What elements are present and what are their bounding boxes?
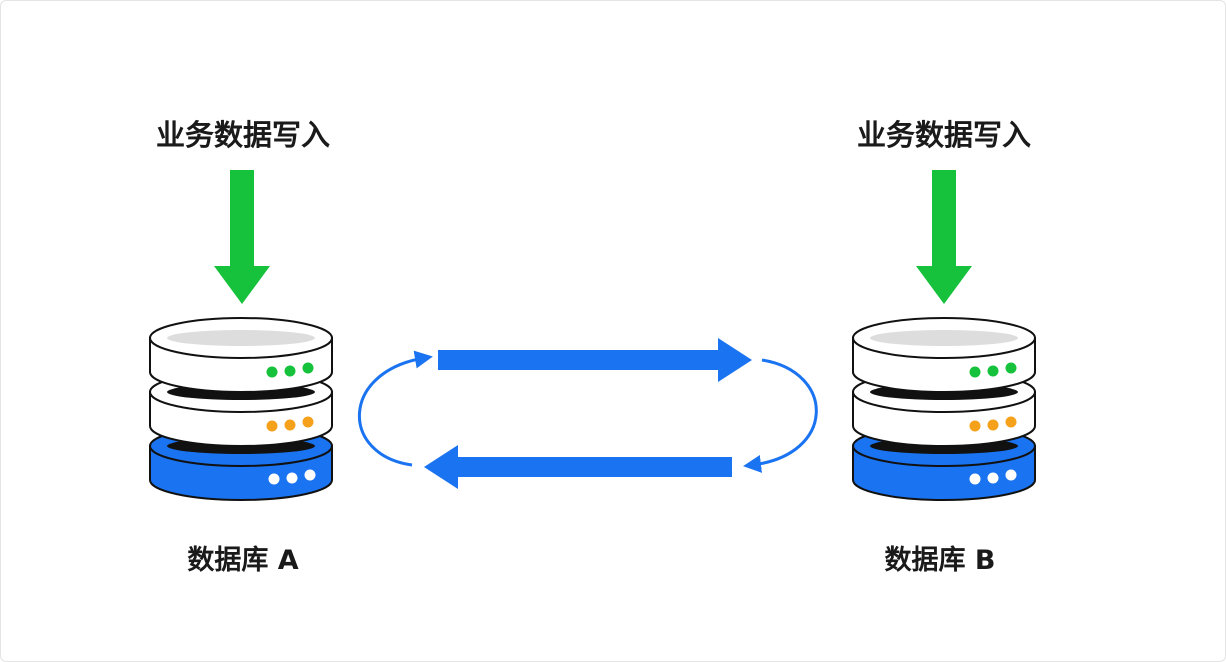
sync-arrow-b-to-a <box>424 445 732 489</box>
db-b-label: 数据库 B <box>884 545 996 576</box>
database-b-icon <box>852 317 1036 501</box>
db-a-label: 数据库 A <box>187 545 299 576</box>
sync-arrow-a-to-b <box>438 338 752 382</box>
database-a-icon <box>149 317 333 501</box>
write-label-left: 业务数据写入 <box>155 118 331 152</box>
db-a-layer-top <box>149 317 333 393</box>
write-label-right: 业务数据写入 <box>856 118 1032 152</box>
write-arrow-left <box>214 170 270 304</box>
loop-arrow-right <box>743 358 818 473</box>
write-arrow-right <box>916 170 972 304</box>
db-b-layer-top <box>852 317 1036 393</box>
loop-arrow-left <box>358 350 433 467</box>
